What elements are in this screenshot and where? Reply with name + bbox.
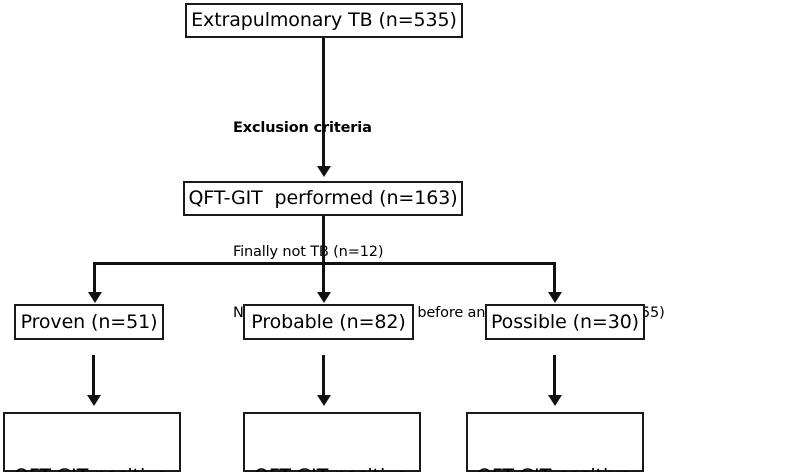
connector-branch-left-drop bbox=[93, 262, 96, 294]
node-probable-label: Probable (n=82) bbox=[251, 310, 406, 333]
connector-probable-to-result bbox=[322, 355, 325, 397]
node-extrapulmonary-tb-label: Extrapulmonary TB (n=535) bbox=[191, 9, 457, 32]
arrowhead-root-to-performed bbox=[316, 166, 331, 177]
node-probable-result: QFT-GIT positive (n=58) bbox=[243, 412, 421, 472]
connector-proven-to-result bbox=[92, 355, 95, 397]
arrowhead-possible-to-result bbox=[547, 395, 562, 406]
node-qft-git-performed: QFT-GIT performed (n=163) bbox=[183, 181, 463, 216]
connector-branch-middle-drop bbox=[322, 262, 325, 294]
arrowhead-branch-possible bbox=[547, 292, 562, 303]
node-possible-label: Possible (n=30) bbox=[490, 310, 639, 333]
connector-possible-to-result bbox=[553, 355, 556, 397]
node-probable: Probable (n=82) bbox=[243, 304, 414, 340]
arrowhead-branch-probable bbox=[316, 292, 331, 303]
node-possible-result-line1: QFT-GIT positive bbox=[477, 465, 642, 472]
node-proven-result: QFT-GIT positive (n=45) bbox=[3, 412, 181, 472]
arrowhead-branch-proven bbox=[87, 292, 102, 303]
exclusion-criteria-heading: Exclusion criteria bbox=[233, 120, 372, 137]
node-qft-git-performed-label: QFT-GIT performed (n=163) bbox=[188, 187, 458, 210]
connector-root-to-performed bbox=[322, 38, 325, 166]
node-probable-result-line1: QFT-GIT positive bbox=[254, 465, 419, 472]
node-proven: Proven (n=51) bbox=[14, 304, 164, 340]
node-proven-label: Proven (n=51) bbox=[20, 310, 158, 333]
arrowhead-probable-to-result bbox=[316, 395, 331, 406]
node-extrapulmonary-tb: Extrapulmonary TB (n=535) bbox=[185, 3, 463, 38]
connector-branch-right-drop bbox=[553, 262, 556, 294]
arrowhead-proven-to-result bbox=[86, 395, 101, 406]
node-possible: Possible (n=30) bbox=[485, 304, 645, 340]
node-proven-result-line1: QFT-GIT positive bbox=[14, 465, 179, 472]
exclusion-criteria-item-not-tb: Finally not TB (n=12) bbox=[233, 243, 384, 260]
node-possible-result: QFT-GIT positive (n=11) bbox=[466, 412, 644, 472]
connector-branch-stem bbox=[322, 216, 325, 264]
